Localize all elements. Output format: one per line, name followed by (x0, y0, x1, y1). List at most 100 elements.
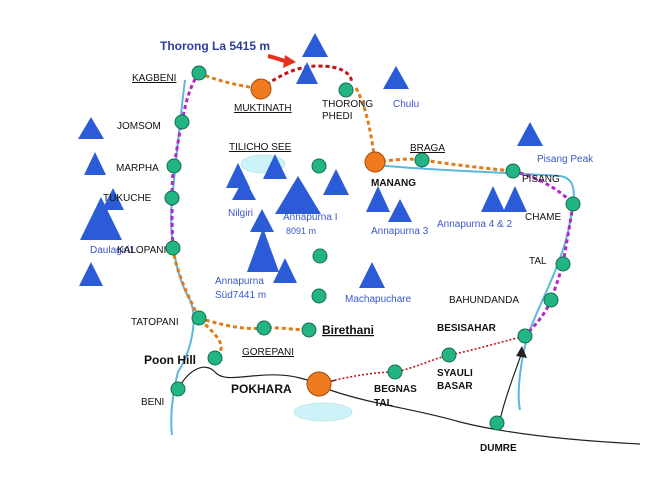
route-orange-southwest (171, 247, 310, 360)
label-pokhara: POKHARA (231, 382, 292, 396)
peak-daulagiri (80, 197, 122, 240)
node-tukuche (164, 190, 180, 206)
peak-central (323, 169, 349, 195)
node-tal (555, 256, 571, 272)
node-thorong-phedi (338, 82, 354, 98)
node-besisahar (517, 328, 533, 344)
label-besisahar: BESISAHAR (437, 323, 497, 334)
label-braga: BRAGA (410, 143, 445, 154)
peak-tukuche (102, 188, 124, 210)
node-jomsom (174, 114, 190, 130)
peak-marpha (84, 152, 106, 175)
peak-annapurna-4 (481, 186, 505, 212)
route-red-pass (260, 64, 354, 91)
road-arrow-head (516, 346, 527, 358)
label-kalopani: KALOPANI (117, 245, 166, 256)
node-central-2 (312, 248, 328, 264)
node-bahundanda (543, 292, 559, 308)
label-tal: TAL (529, 256, 547, 267)
marsyangdi-river (377, 164, 575, 411)
node-poon-hill (207, 350, 223, 366)
peaks (78, 33, 543, 288)
labels: Thorong La 5415 m KAGBENI MUKTINATH THOR… (90, 39, 594, 454)
label-beni: BENI (141, 397, 164, 408)
label-nilgiri: Nilgiri (228, 208, 253, 219)
waypoints (164, 65, 581, 431)
label-thorong-la: Thorong La 5415 m (160, 39, 270, 53)
node-braga (414, 152, 430, 168)
phewa-lake (293, 402, 353, 422)
label-pisang: PISANG (522, 174, 560, 185)
label-gorepani: GOREPANI (242, 347, 294, 358)
label-annapurna-42: Annapurna 4 & 2 (437, 219, 512, 230)
label-annapurna-sud-2: Süd7441 m (215, 290, 266, 301)
node-central-1 (311, 158, 327, 174)
label-manang: MANANG (371, 178, 416, 189)
label-marpha: MARPHA (116, 163, 159, 174)
route-red-south (318, 335, 526, 385)
route-arrow-thorong-head (283, 55, 296, 68)
label-begnas-2: TAL (374, 398, 393, 409)
label-pisang-peak: Pisang Peak (537, 154, 594, 165)
route-magenta-east (512, 169, 575, 338)
route-orange-manang (354, 87, 377, 163)
peak-annapurna-3a (366, 186, 390, 212)
peak-jomsom (78, 117, 104, 139)
label-chame: CHAME (525, 212, 561, 223)
towns (250, 78, 386, 397)
label-annapurna-1-alt: 8091 m (286, 226, 316, 236)
town-pokhara (306, 371, 332, 397)
label-begnas-1: BEGNAS (374, 384, 417, 395)
label-poon-hill: Poon Hill (144, 353, 196, 367)
node-syauli-basar (441, 347, 457, 363)
peak-annapurna-sud-2 (273, 258, 297, 283)
peak-annapurna-sud-1 (247, 228, 279, 272)
label-annapurna-1: Annapurna I (283, 212, 338, 223)
node-kalopani (165, 240, 181, 256)
label-syauli-2: BASAR (437, 381, 473, 392)
peak-annapurna-1 (275, 176, 321, 214)
label-bahundanda: BAHUNDANDA (449, 295, 519, 306)
label-tilicho: TILICHO SEE (229, 142, 292, 153)
peak-annapurna-3b (388, 199, 412, 222)
peak-chulu (383, 66, 409, 89)
route-magenta-west (170, 72, 201, 249)
node-pisang (505, 163, 521, 179)
route-orange-braga (374, 157, 514, 173)
label-muktinath: MUKTINATH (234, 103, 292, 114)
label-daulagiri: Daulagiri1 (90, 245, 135, 256)
peak-thorong-2 (296, 62, 318, 84)
label-annapurna-sud-1: Annapurna (215, 276, 264, 287)
label-machapuchare: Machapuchare (345, 294, 412, 305)
label-kagbeni: KAGBENI (132, 73, 176, 84)
label-tukuche: TUKUCHE (103, 193, 152, 204)
node-kagbeni (191, 65, 207, 81)
node-birethani (301, 322, 317, 338)
node-sud (311, 288, 327, 304)
label-birethani: Birethani (322, 323, 374, 337)
peak-pisang (517, 122, 543, 146)
peak-annapurna-2 (503, 186, 527, 212)
road-dumre-besisahar (499, 351, 523, 421)
label-chulu: Chulu (393, 99, 419, 110)
node-gorepani (256, 320, 272, 336)
peak-tilicho (263, 154, 287, 179)
town-muktinath (250, 78, 272, 100)
peak-nilgiri-2 (232, 178, 256, 200)
roads (177, 346, 641, 445)
peak-thorong-1 (302, 33, 328, 57)
node-marpha (166, 158, 182, 174)
label-tatopani: TATOPANI (131, 317, 179, 328)
label-annapurna-3: Annapurna 3 (371, 226, 429, 237)
node-beni (170, 381, 186, 397)
node-tatopani (191, 310, 207, 326)
peak-kalopani-west (79, 262, 103, 286)
peak-annapurna-1b (250, 209, 274, 232)
label-dumre: DUMRE (480, 443, 517, 454)
label-thorong-phedi-1: THORONG (322, 99, 373, 110)
node-chame (565, 196, 581, 212)
node-dumre (489, 415, 505, 431)
town-manang (364, 151, 386, 173)
